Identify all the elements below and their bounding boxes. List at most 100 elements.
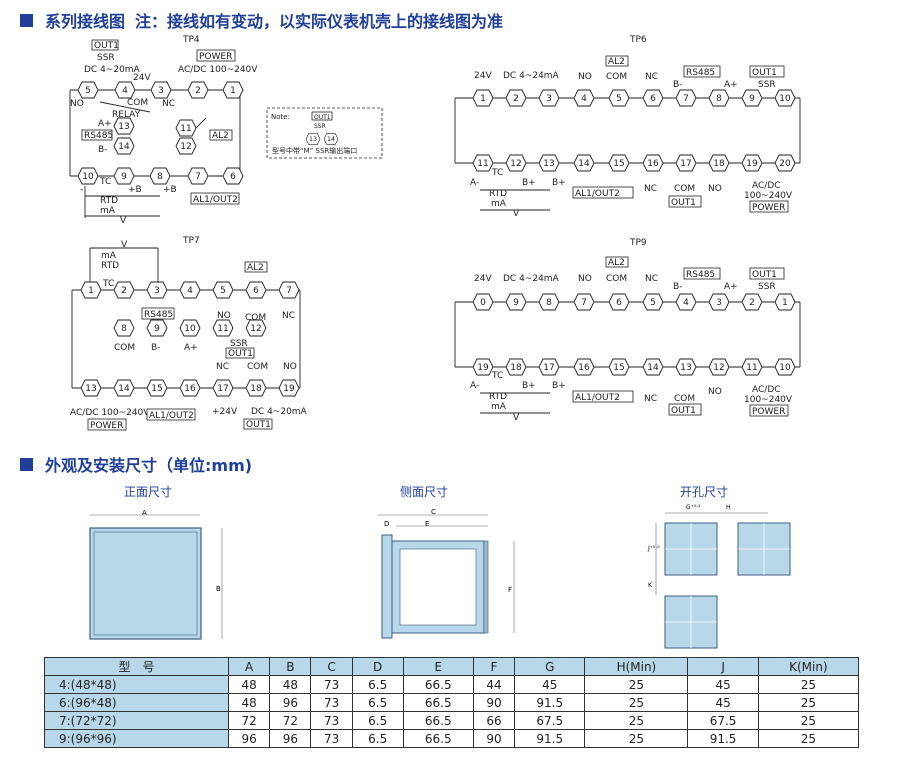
tp7-power: POWER bbox=[90, 421, 123, 431]
value-cell: 73 bbox=[310, 693, 353, 712]
col-header: K(Min) bbox=[757, 657, 860, 676]
svg-text:14: 14 bbox=[118, 142, 130, 152]
tp9-top-terminal: 6 bbox=[608, 293, 630, 311]
svg-text:12: 12 bbox=[510, 159, 521, 169]
tp9-bottom-terminal: 17 bbox=[538, 358, 560, 376]
note-terminal: 13 bbox=[305, 133, 321, 145]
tp9-bottom-terminal: 16 bbox=[573, 358, 595, 376]
note-box: Note: OUT1 SSR 13 14 型号中带“M” SSR输出端口 bbox=[266, 107, 383, 159]
value-cell: 73 bbox=[310, 711, 353, 730]
side-f-label: F bbox=[508, 586, 512, 594]
value-cell: 66 bbox=[472, 711, 516, 730]
tp9-al2: AL2 bbox=[608, 258, 625, 268]
wiring-section-header: 系列接线图 注：接线如有变动，以实际仪表机壳上的接线图为准 bbox=[20, 8, 503, 32]
tp6-top-terminal: 9 bbox=[741, 89, 763, 107]
note-out1: OUT1 bbox=[314, 114, 331, 121]
tp9-a: A+ bbox=[724, 282, 738, 292]
tp7-terminal: 2 bbox=[113, 281, 135, 299]
tp7-rs485: RS485 bbox=[144, 310, 173, 320]
tp7-terminal: 10 bbox=[179, 319, 201, 337]
value-cell: 48 bbox=[227, 675, 271, 694]
tp6-top-terminal: 3 bbox=[538, 89, 560, 107]
model-cell: 4:(48*48) bbox=[44, 675, 229, 694]
tp9-24v: 24V bbox=[474, 274, 492, 284]
model-cell: 7:(72*72) bbox=[44, 711, 229, 730]
svg-text:12: 12 bbox=[713, 363, 724, 373]
tp4-tc-label: TC bbox=[99, 177, 111, 187]
front-a-label: A bbox=[142, 509, 147, 517]
tp6-bottom-terminal: 12 bbox=[505, 154, 527, 172]
tp9-bplus: B+ bbox=[522, 381, 536, 391]
note-ssr: SSR bbox=[314, 123, 326, 130]
tp7-terminal: 7 bbox=[278, 281, 300, 299]
col-header: D bbox=[351, 657, 404, 676]
svg-text:20: 20 bbox=[779, 159, 791, 169]
side-d-label: D bbox=[384, 520, 389, 528]
tp4-b-label: B- bbox=[98, 145, 107, 155]
note-terminal: 14 bbox=[323, 133, 339, 145]
side-view-title: 侧面尺寸 bbox=[400, 485, 449, 499]
tp7-dc: DC 4~20mA bbox=[251, 407, 308, 417]
svg-text:9: 9 bbox=[121, 172, 127, 182]
model-cell: 6:(96*48) bbox=[44, 693, 229, 712]
tp4-title: TP4 bbox=[182, 35, 200, 45]
value-cell: 91.5 bbox=[514, 729, 586, 748]
col-header: 型 号 bbox=[44, 657, 229, 676]
svg-text:13: 13 bbox=[543, 159, 554, 169]
tp7-a: A+ bbox=[184, 343, 198, 353]
tp9-bottom-terminal: 15 bbox=[608, 358, 630, 376]
tp4-terminal: 9 bbox=[113, 167, 135, 185]
tp6-top-terminal: 5 bbox=[608, 89, 630, 107]
tp9-diagram: 24V DC 4~24mA NO AL2 COM NC RS485 B- A+ … bbox=[454, 256, 801, 423]
svg-text:6: 6 bbox=[616, 298, 622, 308]
tp4-diagram: OUT1 SSR DC 4~20mA 24V POWER AC/DC 100~2… bbox=[69, 39, 258, 226]
svg-text:13: 13 bbox=[680, 363, 691, 373]
dimension-drawings: A B C D E F G⁺⁰·⁵ H J⁺⁰·⁵ K bbox=[89, 504, 791, 649]
cutout-view: G⁺⁰·⁵ H J⁺⁰·⁵ K bbox=[647, 504, 791, 649]
tp7-terminal: 4 bbox=[179, 281, 201, 299]
tp4-com-label: COM bbox=[127, 98, 148, 108]
svg-text:18: 18 bbox=[510, 363, 522, 373]
svg-text:5: 5 bbox=[650, 298, 656, 308]
tp7-v: V bbox=[121, 240, 128, 250]
tp4-dc-label: DC 4~20mA bbox=[84, 65, 141, 75]
svg-text:15: 15 bbox=[613, 159, 624, 169]
front-view: A B bbox=[89, 509, 223, 640]
cutout-j-label: J⁺⁰·⁵ bbox=[647, 545, 660, 552]
svg-text:4: 4 bbox=[187, 286, 193, 296]
value-cell: 66.5 bbox=[402, 693, 474, 712]
tp6-range: 100~240V bbox=[744, 191, 793, 201]
tp4-al2-label: AL2 bbox=[212, 131, 229, 141]
tp4-terminal: 14 bbox=[113, 137, 135, 155]
tp6-nc-b: NC bbox=[644, 184, 657, 194]
tp4-bplus-label: +B bbox=[128, 185, 142, 195]
svg-text:4: 4 bbox=[581, 94, 587, 104]
col-header: B bbox=[269, 657, 312, 676]
tp7-terminal: 19 bbox=[278, 379, 300, 397]
tp6-no: NO bbox=[578, 72, 592, 82]
tp6-diagram: 24V DC 4~24mA NO AL2 COM NC RS485 B- A+ … bbox=[454, 55, 801, 219]
col-header: C bbox=[310, 657, 353, 676]
svg-text:19: 19 bbox=[283, 384, 295, 394]
tp9-b: B- bbox=[673, 282, 682, 292]
tp6-bottom-terminal: 17 bbox=[675, 154, 697, 172]
value-cell: 91.5 bbox=[514, 693, 586, 712]
spec-table: 型 号 A B C D E F G H(Min) J K(Min) 4:(48*… bbox=[44, 657, 860, 748]
tp4-terminal: 2 bbox=[187, 81, 209, 99]
tp7-title: TP7 bbox=[182, 236, 200, 246]
tp6-bplus: B+ bbox=[522, 178, 536, 188]
tp9-bottom-terminal: 19 bbox=[472, 358, 494, 376]
tp6-acdc: AC/DC bbox=[752, 181, 781, 191]
value-cell: 45 bbox=[514, 675, 586, 694]
value-cell: 25 bbox=[584, 693, 689, 712]
tp6-power: POWER bbox=[752, 203, 785, 213]
value-cell: 90 bbox=[472, 729, 516, 748]
svg-text:5: 5 bbox=[85, 86, 91, 96]
tp9-range: 100~240V bbox=[744, 395, 793, 405]
tp9-power: POWER bbox=[752, 407, 785, 417]
tp7-terminal: 18 bbox=[245, 379, 267, 397]
svg-text:12: 12 bbox=[180, 142, 191, 152]
